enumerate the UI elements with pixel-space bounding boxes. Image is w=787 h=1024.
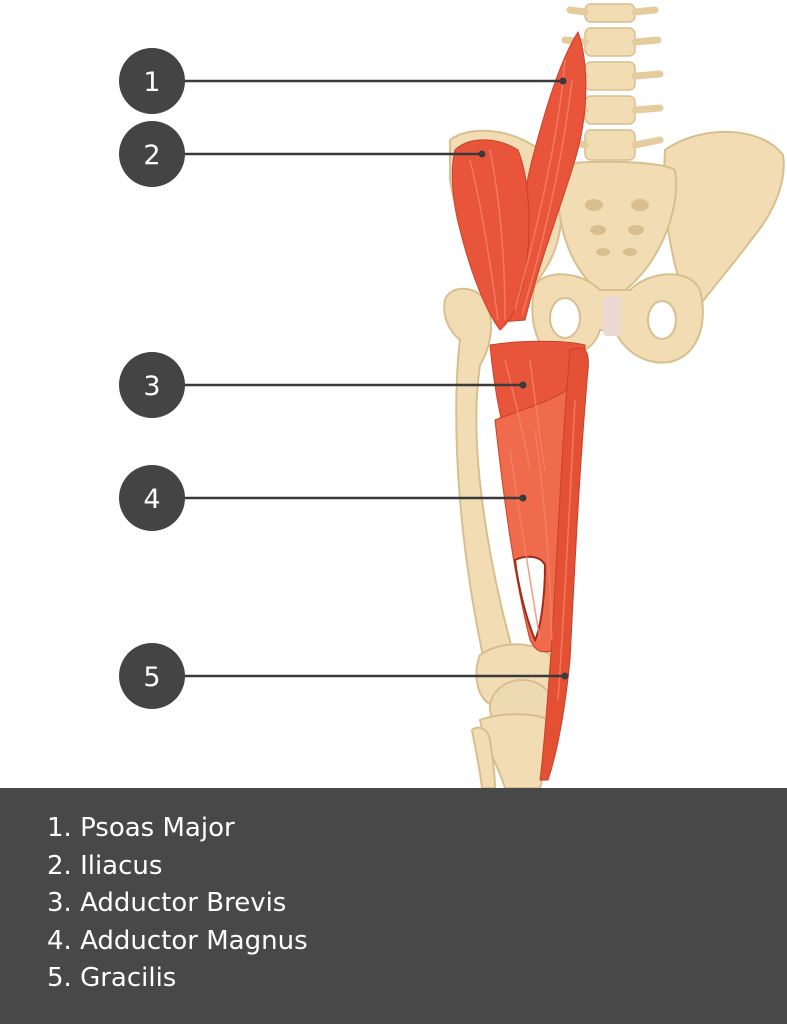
marker-2: 2	[119, 121, 185, 187]
marker-4-number: 4	[143, 484, 160, 515]
vertebra	[584, 3, 636, 23]
muscle-fibers	[469, 59, 576, 701]
marker-5: 5	[119, 643, 185, 709]
marker-1-number: 1	[143, 67, 160, 98]
legend-panel: 1. Psoas Major 2. Iliacus 3. Adductor Br…	[0, 788, 787, 1024]
right-ilium	[663, 130, 785, 307]
anatomy-illustration: 1 2 3 4 5	[119, 3, 785, 788]
marker-1: 1	[119, 48, 185, 114]
legend-item-adductor-brevis: 3. Adductor Brevis	[47, 888, 287, 919]
left-obturator-foramen	[549, 297, 581, 339]
vertebra	[584, 129, 636, 161]
marker-3: 3	[119, 352, 185, 418]
marker-5-number: 5	[143, 662, 160, 693]
fibula	[470, 726, 497, 788]
vertebra	[584, 27, 636, 57]
vertebra	[584, 61, 636, 91]
marker-2-number: 2	[143, 140, 160, 171]
marker-3-number: 3	[143, 371, 160, 402]
legend-item-psoas-major: 1. Psoas Major	[47, 813, 235, 843]
adductor-hiatus	[513, 555, 547, 643]
sacrum	[557, 160, 678, 302]
legend-list: 1. Psoas Major 2. Iliacus 3. Adductor Br…	[0, 788, 787, 998]
gracilis-muscle	[539, 347, 589, 781]
legend-item-adductor-magnus: 4. Adductor Magnus	[47, 925, 308, 956]
vertebra	[584, 95, 636, 125]
leader-endpoints	[478, 77, 569, 680]
marker-4: 4	[119, 465, 185, 531]
legend-item-iliacus: 2. Iliacus	[47, 850, 163, 881]
leader-lines	[178, 79, 567, 678]
sacral-foramina	[585, 199, 649, 256]
right-obturator-foramen	[647, 300, 677, 340]
femur	[443, 287, 558, 788]
pubic-symphysis	[603, 296, 621, 336]
legend-item-gracilis: 5. Gracilis	[47, 963, 177, 994]
muscles	[451, 30, 589, 781]
